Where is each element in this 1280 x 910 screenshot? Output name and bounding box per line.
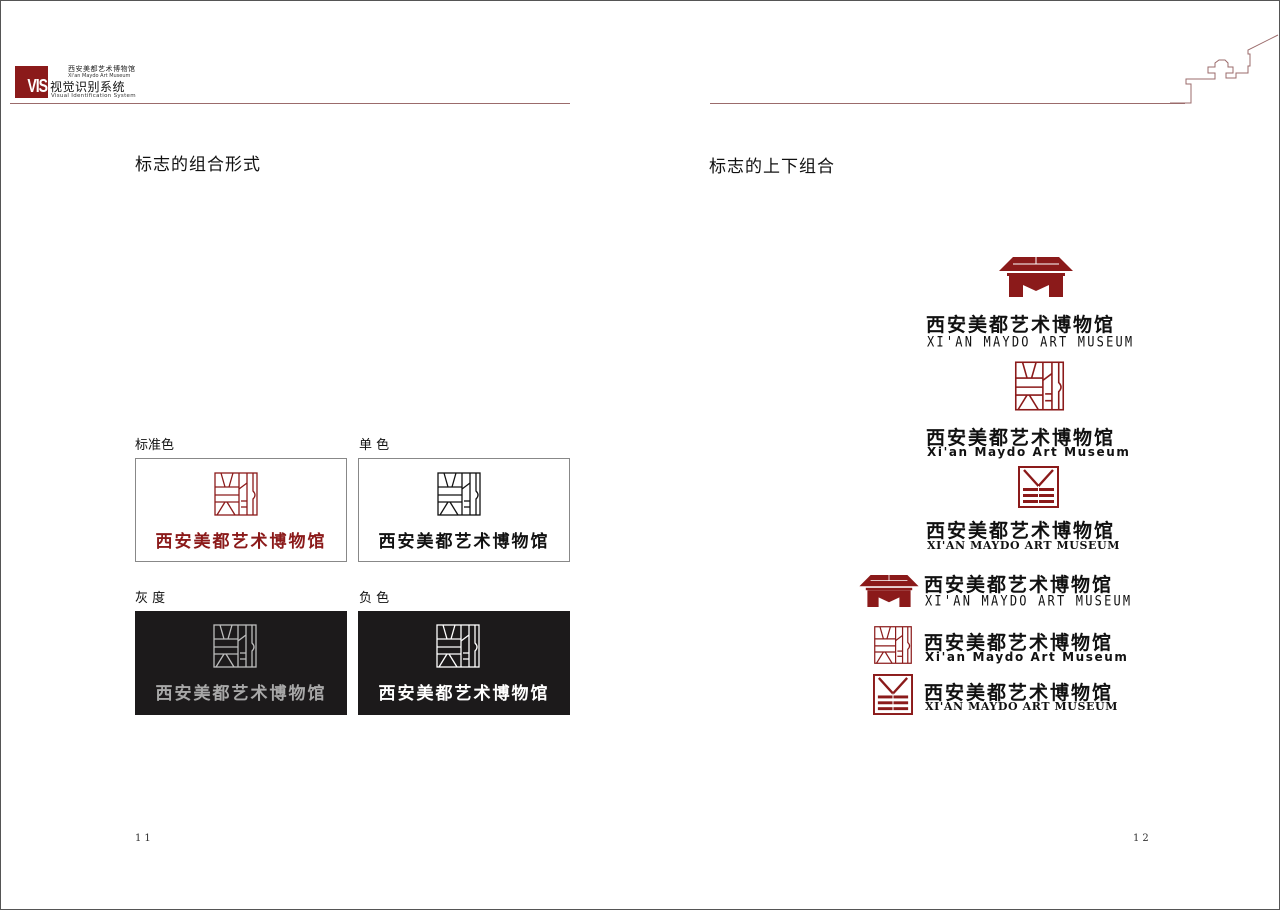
ribbon-icon bbox=[1018, 466, 1059, 508]
variant-grayscale: 西安美都艺术博物馆 bbox=[135, 611, 347, 715]
header-divider-left bbox=[10, 103, 570, 104]
variant-museum-name: 西安美都艺术博物馆 bbox=[155, 684, 327, 704]
variant-museum-name: 西安美都艺术博物馆 bbox=[378, 532, 550, 552]
seal-icon bbox=[437, 472, 481, 516]
lockup-6-name-en: XI'AN MAYDO ART MUSEUM bbox=[925, 700, 1118, 713]
seal-icon bbox=[213, 624, 257, 668]
seal-icon bbox=[214, 472, 258, 516]
lockup-5-name-en: Xi'an Maydo Art Museum bbox=[925, 650, 1129, 664]
skyline-outline-icon bbox=[1170, 34, 1279, 104]
seal-icon bbox=[874, 626, 912, 664]
variant-negative: 西安美都艺术博物馆 bbox=[358, 611, 570, 715]
lockup-1-name-en: XI'AN MAYDO ART MUSEUM bbox=[927, 334, 1135, 351]
seal-icon bbox=[436, 624, 480, 668]
header-divider-right bbox=[710, 103, 1185, 104]
variant-label-grayscale: 灰 度 bbox=[135, 591, 166, 606]
lockup-5-name-cn: 西安美都艺术博物馆 bbox=[924, 632, 1114, 654]
vis-logo: VIS bbox=[15, 66, 48, 98]
seal-icon bbox=[1014, 361, 1065, 411]
lockup-2-name-cn: 西安美都艺术博物馆 bbox=[926, 427, 1116, 449]
roof-icon bbox=[859, 575, 919, 607]
variant-label-negative: 负 色 bbox=[359, 591, 390, 606]
lockup-4-name-en: XI'AN MAYDO ART MUSEUM bbox=[925, 593, 1133, 610]
page-number-left: 11 bbox=[135, 833, 154, 844]
left-page-title: 标志的组合形式 bbox=[135, 155, 261, 175]
variant-label-mono: 单 色 bbox=[359, 438, 390, 453]
lockup-6-name-cn: 西安美都艺术博物馆 bbox=[924, 682, 1114, 704]
lockup-3-name-cn: 西安美都艺术博物馆 bbox=[926, 520, 1116, 542]
variant-label-standard: 标准色 bbox=[135, 438, 175, 453]
header-museum-name-en: Xi'an Maydo Art Museum bbox=[68, 73, 131, 79]
header-system-title-cn: 视觉识别系统 bbox=[50, 80, 126, 94]
header-system-title-en: Visual Identification System bbox=[51, 93, 136, 99]
lockup-3-name-en: XI'AN MAYDO ART MUSEUM bbox=[927, 539, 1120, 552]
page-number-right: 12 bbox=[1133, 833, 1152, 844]
ribbon-icon bbox=[873, 674, 913, 715]
roof-icon bbox=[999, 257, 1073, 297]
variant-museum-name: 西安美都艺术博物馆 bbox=[155, 532, 327, 552]
lockup-2-name-en: Xi'an Maydo Art Museum bbox=[927, 445, 1131, 459]
variant-standard-color: 西安美都艺术博物馆 bbox=[135, 458, 347, 562]
lockup-1-name-cn: 西安美都艺术博物馆 bbox=[926, 314, 1116, 336]
vis-logo-text: VIS bbox=[27, 75, 48, 96]
header-museum-name-cn: 西安美都艺术博物馆 bbox=[68, 65, 136, 73]
right-page-title: 标志的上下组合 bbox=[709, 157, 835, 177]
variant-mono-color: 西安美都艺术博物馆 bbox=[358, 458, 570, 562]
lockup-4-name-cn: 西安美都艺术博物馆 bbox=[924, 574, 1114, 596]
variant-museum-name: 西安美都艺术博物馆 bbox=[378, 684, 550, 704]
